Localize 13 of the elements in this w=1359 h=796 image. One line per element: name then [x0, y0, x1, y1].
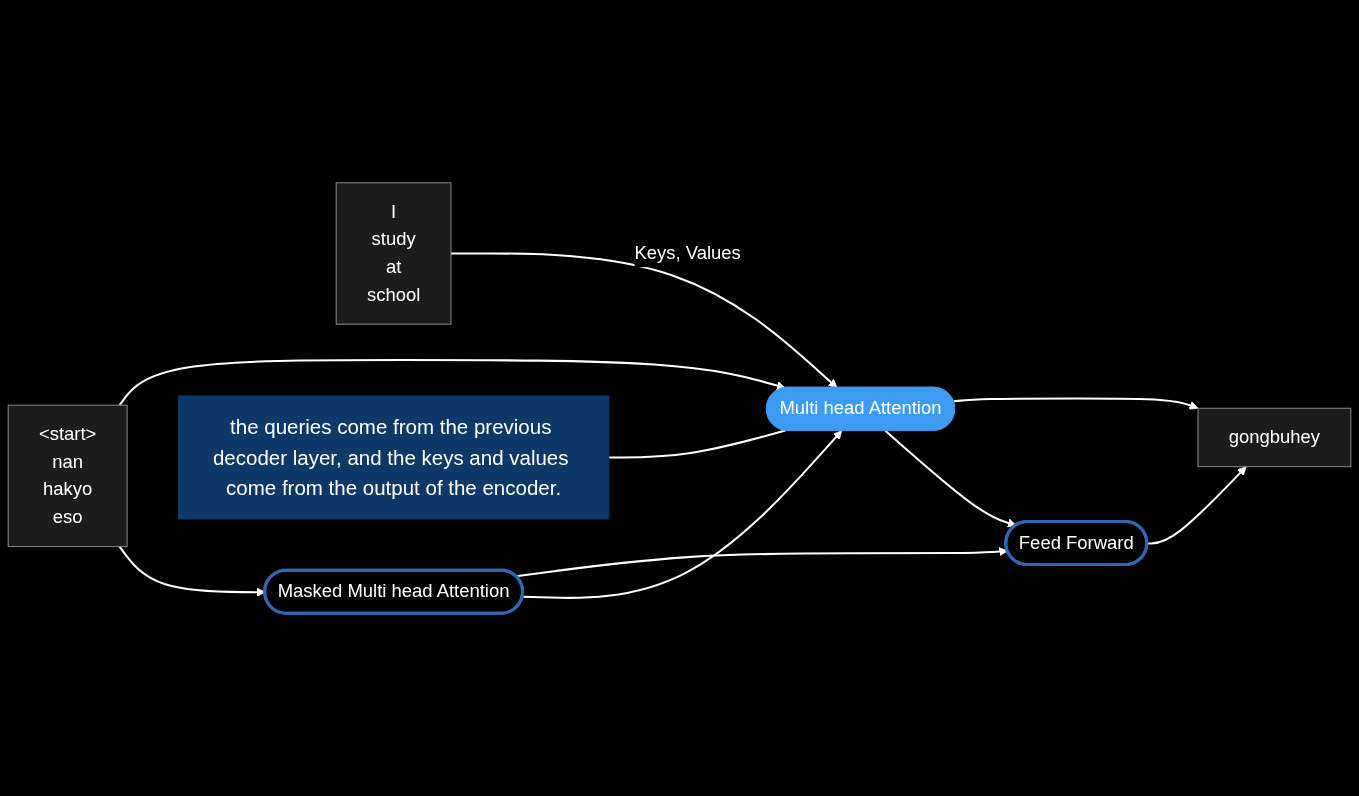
connector	[608, 429, 786, 459]
arrow	[1147, 466, 1247, 545]
node-box: the queries come from the previous decoder layer, and the keys and values come from the output of the encoder.	[177, 395, 610, 520]
edge-label: Keys, Values	[634, 242, 741, 264]
node-box: gongbuhey	[1197, 407, 1352, 468]
node-box: I study at school	[335, 182, 452, 325]
arrow	[451, 252, 838, 389]
arrow	[515, 547, 1008, 578]
arrow	[118, 359, 786, 406]
arrow	[884, 430, 1017, 528]
arrow	[953, 397, 1199, 410]
arrow	[522, 430, 843, 599]
node-box: <start> nan hakyo eso	[7, 404, 128, 548]
